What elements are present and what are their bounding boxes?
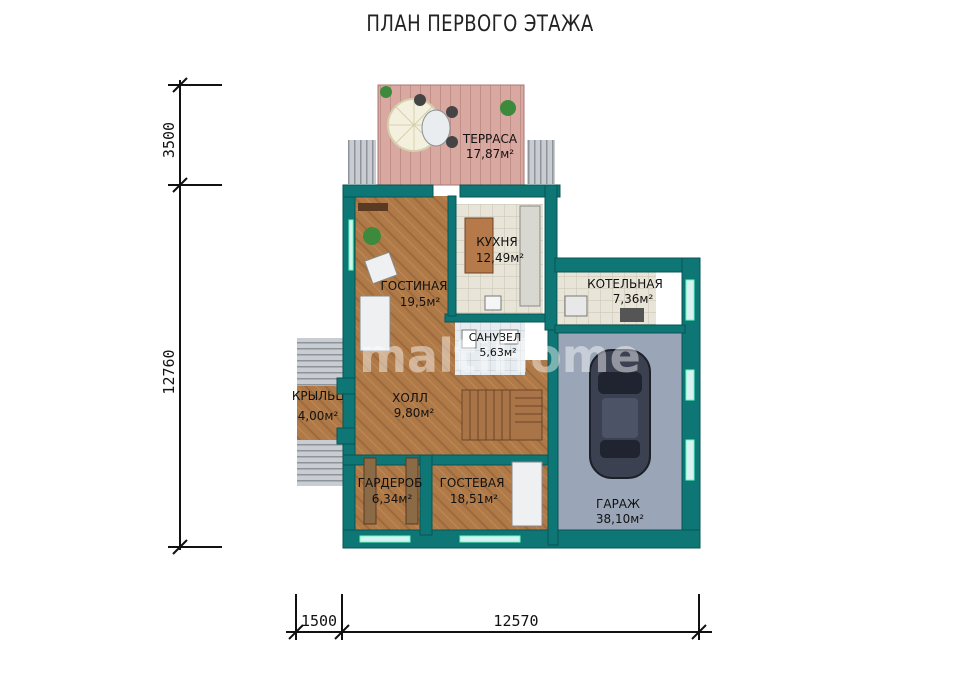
dim-main-width: 12570 [493, 612, 538, 630]
living-area-label: 19,5м² [400, 295, 441, 309]
wardrobe-furniture [363, 457, 419, 525]
hall-area-label: 9,80м² [394, 406, 435, 420]
bathroom-name: САНУЗЕЛ [469, 331, 521, 344]
living-furniture [358, 203, 398, 352]
staircase [461, 389, 543, 441]
boiler-name: КОТЕЛЬНАЯ [587, 277, 663, 291]
wardrobe-area-label: 6,34м² [372, 492, 413, 506]
bed-icon [511, 461, 543, 527]
watermark: maltiHome [359, 329, 641, 383]
terrace-area-label: 17,87м² [466, 147, 514, 161]
garage-name: ГАРАЖ [596, 497, 640, 511]
dim-porch-width: 1500 [301, 612, 337, 630]
bathroom-furniture [461, 329, 519, 349]
vertical-dimension [168, 77, 222, 555]
plant-icon [380, 86, 392, 98]
boiler-area-label: 7,36м² [613, 292, 654, 306]
living-name: ГОСТИНАЯ [380, 279, 447, 293]
boiler-furniture [564, 295, 644, 322]
horizontal-dimension [286, 594, 712, 640]
kitchen-area-label: 12,49м² [476, 251, 524, 265]
sofa-icon [359, 295, 391, 352]
garage-area-label: 38,10м² [596, 512, 644, 526]
kitchen-name: КУХНЯ [476, 235, 517, 249]
dining-table-icon [464, 217, 494, 274]
bathroom-area-label: 5,63м² [479, 346, 516, 359]
plant-icon [363, 227, 381, 245]
wardrobe-name: ГАРДЕРОБ [358, 476, 423, 490]
porch-area-label: 4,00м² [298, 409, 339, 423]
guest-area-label: 18,51м² [450, 492, 498, 506]
terrace-name: ТЕРРАСА [462, 132, 518, 146]
boiler-icon [564, 295, 588, 317]
plant-icon [500, 100, 516, 116]
sink-icon [499, 329, 519, 345]
kitchen-counter-icon [519, 205, 541, 307]
porch-area [297, 338, 345, 486]
car-icon [589, 349, 651, 479]
guest-furniture [511, 461, 543, 527]
hall-name: ХОЛЛ [392, 391, 428, 405]
armchair-icon [364, 251, 398, 285]
dim-terrace-depth: 3500 [160, 122, 178, 158]
toilet-icon [461, 329, 477, 349]
walls [336, 184, 701, 549]
plan-title: ПЛАН ПЕРВОГО ЭТАЖА [366, 12, 594, 37]
windows [348, 219, 695, 543]
kitchen-furniture [464, 205, 541, 311]
guest-name: ГОСТЕВАЯ [440, 476, 505, 490]
terrace-area [348, 84, 555, 186]
dim-main-depth: 12760 [160, 349, 178, 394]
